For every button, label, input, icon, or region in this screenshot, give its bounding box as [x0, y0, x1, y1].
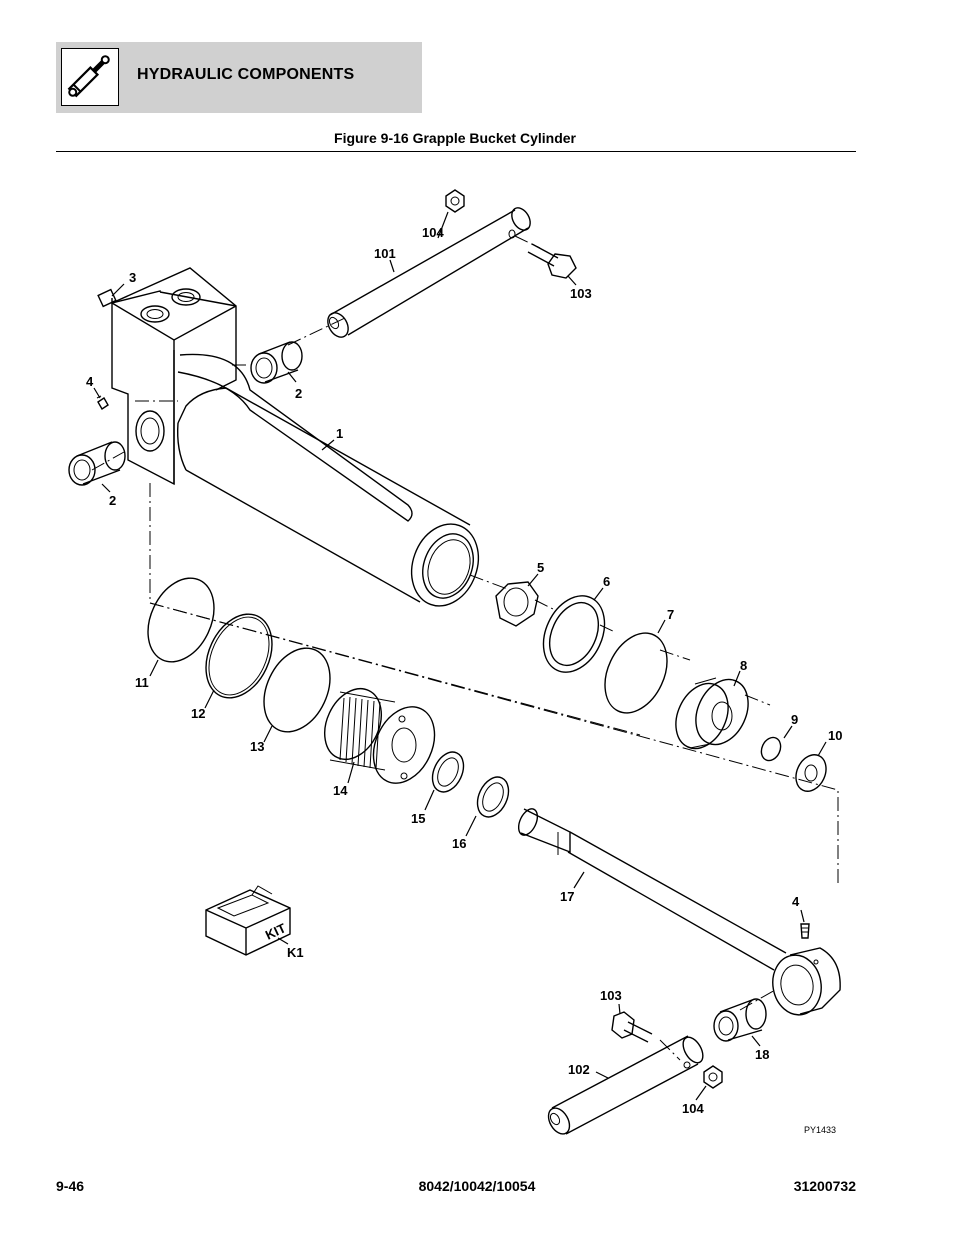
assembly-centerlines [91, 235, 839, 1061]
callout-leaders [93, 211, 827, 1101]
manual-number: 31200732 [793, 1178, 856, 1194]
callout-103-lower: 103 [600, 988, 622, 1003]
rod-seal [431, 751, 465, 793]
callout-15: 15 [411, 811, 425, 826]
callout-6: 6 [603, 574, 610, 589]
piston [675, 677, 749, 750]
callout-9: 9 [791, 712, 798, 727]
o-ring-9 [760, 736, 782, 762]
callout-17: 17 [560, 889, 574, 904]
callout-7: 7 [667, 607, 674, 622]
callout-12: 12 [191, 706, 205, 721]
grease-fitting-lower [800, 923, 810, 939]
callout-18: 18 [755, 1047, 769, 1062]
ring-13 [263, 647, 331, 733]
callout-4-lower: 4 [792, 894, 800, 909]
callout-5: 5 [537, 560, 544, 575]
ring-11 [147, 577, 215, 663]
callout-101: 101 [374, 246, 396, 261]
cylinder-barrel [111, 267, 480, 607]
grease-fitting-upper [96, 395, 109, 410]
cylinder-head [324, 688, 436, 784]
callout-104-upper: 104 [422, 225, 444, 240]
bushing-upper [250, 341, 303, 384]
bolt-upper [527, 243, 577, 279]
nut-upper [445, 189, 465, 213]
nut-lower [703, 1065, 723, 1089]
lock-nut [495, 581, 539, 627]
callout-4-upper: 4 [86, 374, 94, 389]
callout-k1: K1 [287, 945, 304, 960]
callout-2-upper: 2 [295, 386, 302, 401]
callout-8: 8 [740, 658, 747, 673]
callout-14: 14 [333, 783, 348, 798]
callout-104-lower: 104 [682, 1101, 704, 1116]
seal-kit-box: KIT [205, 885, 291, 956]
hydraulic-cylinder-icon [61, 48, 119, 106]
bushing-rod [713, 998, 767, 1042]
callout-numbers: 3 4 2 2 1 104 101 103 5 6 7 8 9 10 11 12… [86, 225, 842, 1135]
ring-12 [205, 613, 273, 699]
figure-title: Figure 9-16 Grapple Bucket Cylinder [334, 130, 576, 146]
rod-wiper [476, 776, 510, 818]
model-numbers: 8042/10042/10054 [418, 1178, 536, 1194]
callout-11: 11 [135, 675, 149, 690]
page-number: 9-46 [56, 1178, 85, 1194]
callout-16: 16 [452, 836, 466, 851]
bolt-lower [611, 1011, 653, 1043]
rod-eye [772, 947, 841, 1016]
bushing-lower [68, 441, 126, 486]
callout-3: 3 [129, 270, 136, 285]
pin-upper [327, 207, 531, 338]
pin-lower [547, 1035, 704, 1135]
callout-2-lower: 2 [109, 493, 116, 508]
piston-rod [517, 808, 787, 971]
callout-13: 13 [250, 739, 264, 754]
drawing-id: PY1433 [804, 1125, 836, 1135]
callout-1: 1 [336, 426, 343, 441]
washer [795, 754, 827, 792]
header-divider [56, 151, 856, 152]
o-ring-7 [604, 632, 668, 714]
section-title: HYDRAULIC COMPONENTS [137, 66, 355, 83]
callout-103-upper: 103 [570, 286, 592, 301]
wear-ring [542, 595, 606, 673]
kit-label: KIT [263, 920, 288, 942]
callout-10: 10 [828, 728, 842, 743]
callout-102: 102 [568, 1062, 590, 1077]
